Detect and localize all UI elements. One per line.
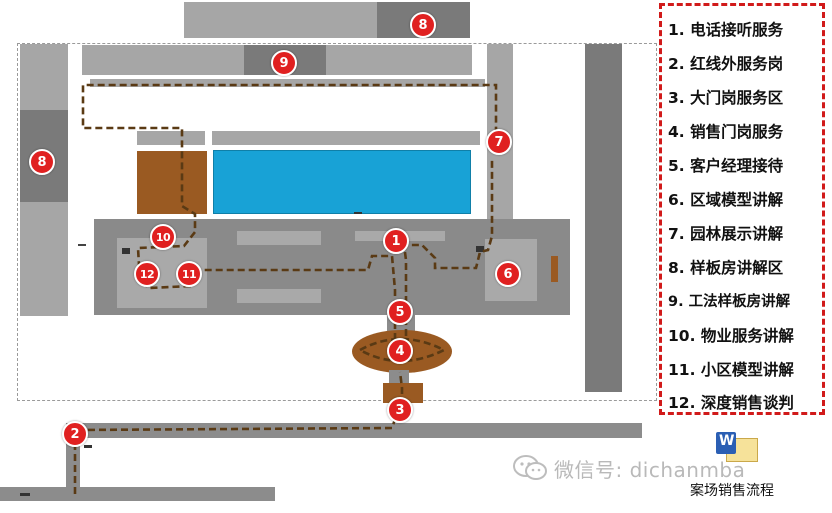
marker-8-top: 8 — [410, 12, 436, 38]
road-south — [66, 423, 642, 438]
small-mark — [476, 246, 484, 252]
path-garden-top-left — [137, 131, 205, 145]
road-south-bottom — [0, 487, 275, 501]
marker-8-left: 8 — [29, 149, 55, 175]
small-mark — [78, 244, 86, 246]
building-far-right — [585, 44, 622, 392]
wechat-watermark: 微信号: dichanmba — [512, 452, 812, 484]
pool — [213, 150, 471, 214]
legend-item: 10. 物业服务讲解 — [668, 327, 794, 345]
legend-item: 1. 电话接听服务 — [668, 21, 784, 39]
small-mark — [84, 445, 92, 448]
small-mark — [20, 493, 30, 496]
legend-box: 1. 电话接听服务 2. 红线外服务岗 3. 大门岗服务区 4. 销售门岗服务 … — [659, 3, 825, 415]
marker-3: 3 — [387, 397, 413, 423]
watermark-text: 微信号: dichanmba — [554, 458, 746, 482]
marker-1: 1 — [383, 228, 409, 254]
road-north — [90, 79, 485, 87]
marker-4: 4 — [387, 338, 413, 364]
marker-11: 11 — [176, 261, 202, 287]
site-map: 1 2 3 4 5 6 7 8 8 9 10 11 12 — [0, 2, 657, 501]
marker-12: 12 — [134, 261, 160, 287]
marker-9: 9 — [271, 50, 297, 76]
legend-item: 7. 园林展示讲解 — [668, 225, 784, 243]
legend-item: 8. 样板房讲解区 — [668, 259, 784, 277]
tour-route — [73, 83, 498, 494]
document-label: 案场销售流程 — [690, 483, 774, 499]
sales-center-door — [551, 256, 558, 282]
word-document-icon: W — [714, 430, 760, 466]
marker-2: 2 — [62, 421, 88, 447]
sales-center-bar-3 — [237, 289, 321, 303]
garden-brown — [137, 151, 207, 214]
word-document[interactable]: W 案场销售流程 — [690, 430, 810, 500]
marker-7: 7 — [486, 129, 512, 155]
legend-item: 6. 区域模型讲解 — [668, 191, 784, 209]
legend-item: 9. 工法样板房讲解 — [668, 294, 791, 310]
word-badge — [716, 432, 736, 454]
marker-6: 6 — [495, 261, 521, 287]
sales-center-bar-1 — [237, 231, 321, 245]
legend-item: 12. 深度销售谈判 — [668, 394, 794, 412]
word-letter: W — [719, 433, 735, 449]
legend-item: 3. 大门岗服务区 — [668, 89, 784, 107]
wechat-icon — [513, 455, 547, 480]
site-boundary — [17, 43, 657, 401]
road-south-link — [66, 438, 80, 494]
legend-item: 5. 客户经理接待 — [668, 157, 784, 175]
marker-5: 5 — [387, 299, 413, 325]
marker-10: 10 — [150, 224, 176, 250]
legend-item: 2. 红线外服务岗 — [668, 55, 784, 73]
path-garden-top-right — [212, 131, 480, 145]
legend-item: 4. 销售门岗服务 — [668, 123, 784, 141]
small-mark — [354, 212, 362, 214]
legend-item: 11. 小区模型讲解 — [668, 361, 794, 379]
small-mark — [122, 248, 130, 254]
